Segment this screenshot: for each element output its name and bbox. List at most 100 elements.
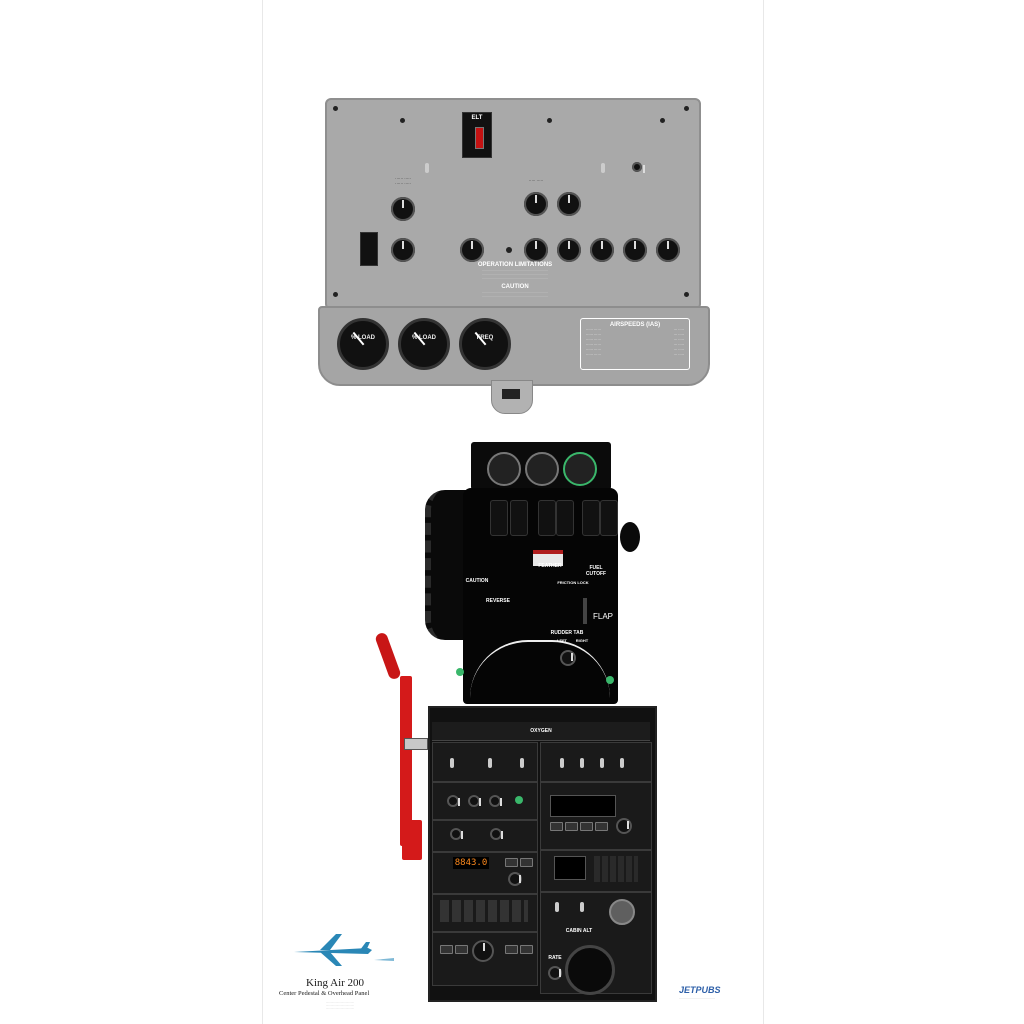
screw [684,106,689,111]
toggle-switch[interactable] [450,758,454,768]
cabin-pressure-switch[interactable] [555,902,559,912]
flap-lever-slot[interactable] [583,598,587,624]
radio-button[interactable] [520,945,533,954]
gauge-label: FREQ [476,335,494,341]
test-jack[interactable] [632,162,645,173]
feather-gate [533,550,563,566]
friction-lock-label: FRICTION LOCK [557,580,589,585]
handle-base [402,820,422,860]
aileron-trim-knob[interactable] [620,522,640,552]
copilot-instrument-lights-knob[interactable] [623,238,647,262]
bleed-air-switch[interactable] [580,902,584,912]
operation-limitations-block: OPERATION LIMITATIONS ··················… [440,262,590,298]
copilot-mic-toggle[interactable] [601,163,605,173]
radio-button[interactable] [505,858,518,867]
radio-button[interactable] [505,945,518,954]
toggle-switch[interactable] [620,758,624,768]
knob[interactable] [468,795,481,807]
radio-button[interactable] [440,945,453,954]
radio-button[interactable] [520,858,533,867]
toggle-switch[interactable] [520,758,524,768]
radio-button[interactable] [550,822,563,831]
caution-label: CAUTION [465,578,489,584]
fuel-cutoff-label: FUEL CUTOFF [585,565,607,577]
audio-select-buttons[interactable] [440,900,528,922]
cabin-differential-gauge [525,452,559,486]
prop-lever-right[interactable] [556,500,574,536]
airspeeds-title: AIRSPEEDS (IAS) [609,322,661,328]
elt-switch[interactable] [475,127,484,149]
king-air-logo [294,934,394,966]
condition-lever-right[interactable] [600,500,618,536]
side-panel-lights-knob[interactable] [590,238,614,262]
oxygen-label: OXYGEN [530,728,552,734]
screw [684,292,689,297]
screw [660,118,665,123]
pilot-mic-toggle[interactable] [425,163,429,173]
master-panel-lights-switch[interactable] [360,232,378,266]
knob[interactable] [490,828,503,840]
radio-button[interactable] [595,822,608,831]
power-lever-right[interactable] [510,500,528,536]
avionics-lights-knob[interactable] [460,238,484,262]
photocell [506,247,512,253]
toggle-switch[interactable] [488,758,492,768]
copilot-flight-lights-knob[interactable] [656,238,680,262]
indicator-light [456,668,464,676]
screw [333,106,338,111]
load-meter-left: % LOAD [337,318,389,370]
flap-position-gauge [487,452,521,486]
handle-mount [404,738,428,750]
prop-lever-left[interactable] [538,500,556,536]
rudder-trim-scale [470,640,610,698]
overhead-panel [325,98,701,310]
condition-lever-left[interactable] [582,500,600,536]
overhead-flood-knob[interactable] [524,192,548,216]
avionics-master-knob[interactable] [391,197,415,221]
knob[interactable] [450,828,463,840]
radio-button[interactable] [580,822,593,831]
toggle-switch[interactable] [580,758,584,768]
instrument-emergency-knob[interactable] [557,192,581,216]
gauge-label: % LOAD [412,335,436,341]
limitations-fineprint: ········································… [482,268,548,280]
radio-tuning-knob[interactable] [616,818,632,834]
poster-title: King Air 200 [306,977,365,989]
compass-tab [491,380,533,414]
overhead-subpanel-lights-knob[interactable] [557,238,581,262]
indicator-light [606,676,614,684]
active-frequency-display: 8843.0 [453,857,489,869]
indicator-light [515,796,523,804]
caution-fineprint: ········································… [482,290,548,298]
placard-text: ······ ··········· ····· [395,176,411,186]
transponder-knob[interactable] [472,940,494,962]
landing-gear-emergency-handle[interactable] [400,676,412,846]
knob[interactable] [447,795,460,807]
caution-heading: CAUTION [501,284,529,290]
elt-box: ELT [462,112,492,158]
poster-subtitle: Center Pedestal & Overhead Panel [279,990,370,997]
frequency-knob[interactable] [508,872,522,886]
rate-knob[interactable] [548,966,562,980]
pressurization-test-knob[interactable] [609,899,635,925]
radio-button[interactable] [455,945,468,954]
power-lever-left[interactable] [490,500,508,536]
compass-icon [502,389,520,399]
audio-display [554,856,586,880]
pilot-flight-lights-knob[interactable] [391,238,415,262]
oxygen-control-strip[interactable]: OXYGEN [432,722,650,741]
toggle-switch[interactable] [600,758,604,768]
toggle-switch[interactable] [560,758,564,768]
radio-button[interactable] [565,822,578,831]
brand-logo: JETPUBS [679,985,721,995]
cabin-altitude-selector[interactable] [565,945,615,995]
rudder-trim-knob[interactable] [560,650,576,666]
cabin-alt-label: CABIN ALT [565,928,593,934]
engine-panel-lights-knob[interactable] [524,238,548,262]
knob[interactable] [489,795,502,807]
left-label: LEFT [557,638,567,643]
airspeeds-row: ······ ········· ····· [586,338,684,342]
placard-text: ····· ····· [528,178,544,183]
airspeeds-placard: AIRSPEEDS (IAS) ······ ········· ····· ·… [580,318,690,370]
audio-button-grid[interactable] [594,856,638,882]
